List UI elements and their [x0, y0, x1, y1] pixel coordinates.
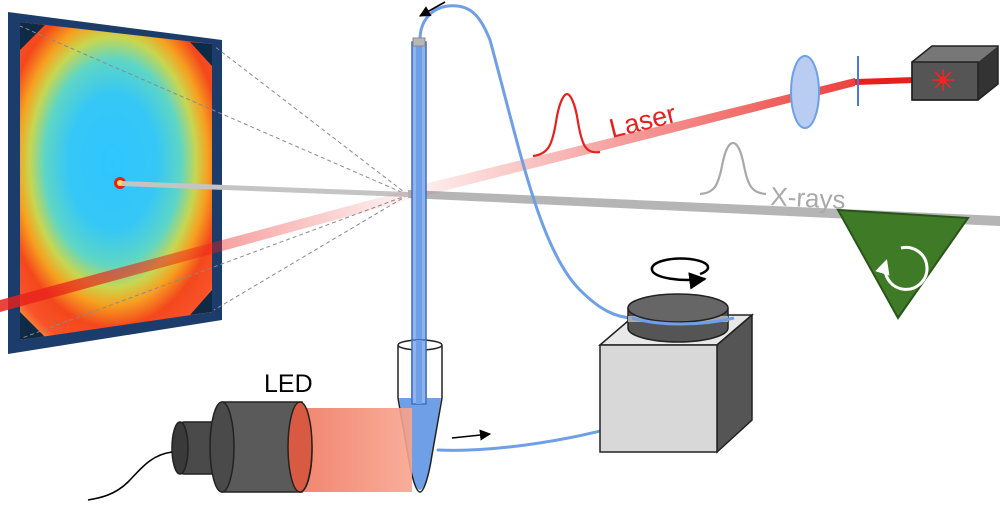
xray-pulse-icon: [699, 141, 767, 196]
prism: [836, 208, 970, 320]
projection-lines: [19, 25, 409, 339]
detector: [8, 12, 222, 354]
xray-direct-beam: [122, 181, 408, 197]
circular-arrow-icon: [875, 245, 929, 291]
laser-starburst-icon: [932, 69, 954, 91]
pump-body: [599, 344, 718, 453]
laser-incident-beam: [408, 78, 855, 200]
pump-rotor: [627, 293, 729, 343]
led-housing: [171, 401, 313, 493]
flow-arrow-upper: [419, 1, 446, 17]
laser-beam: [0, 77, 916, 312]
peristaltic-pump: [597, 257, 755, 454]
tubing-upper: [418, 4, 634, 320]
led-cable: [87, 451, 173, 501]
focusing-lens: [790, 55, 820, 129]
xray-pulse: X-rays: [699, 141, 847, 215]
capillary-nozzle: [411, 37, 427, 405]
rotate-arrow-icon: [650, 257, 710, 290]
xrays-label: X-rays: [770, 181, 847, 215]
laser-pulse-icon: [532, 92, 601, 158]
led-light-beam: [300, 408, 412, 492]
rotating-prism: [836, 208, 970, 320]
laser-transmitted-beam: [0, 190, 408, 312]
led-source: LED: [87, 370, 412, 501]
led-label: LED: [264, 370, 313, 398]
laser-optics: [790, 45, 999, 129]
flow-arrow-lower: [451, 429, 492, 441]
laser-source: [911, 45, 999, 101]
